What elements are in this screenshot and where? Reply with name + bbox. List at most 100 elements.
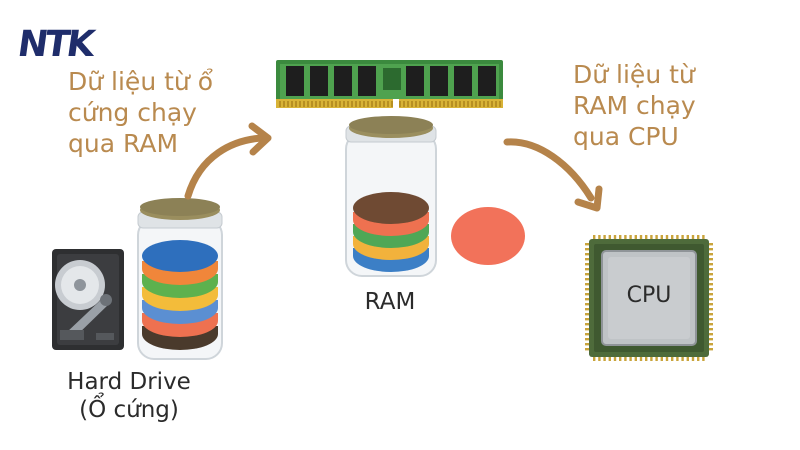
- cpu-pin: [629, 235, 632, 241]
- cpu-pin: [686, 235, 689, 241]
- cpu-pin: [619, 355, 622, 361]
- ram-controller: [383, 68, 401, 90]
- cpu-pin: [613, 235, 617, 241]
- ram-chip: [334, 66, 352, 96]
- cpu-pin: [585, 303, 591, 306]
- ram-pin: [463, 101, 465, 107]
- ram-pin: [299, 101, 301, 107]
- cpu-pin: [634, 355, 637, 361]
- cpu-pin: [639, 355, 643, 361]
- ram-pin: [387, 101, 389, 107]
- label-hard-drive: Hard Drive (Ổ cứng): [44, 368, 214, 424]
- ram-pin: [379, 101, 381, 107]
- ram-chip: [406, 66, 424, 96]
- cpu-pin: [707, 343, 713, 346]
- cpu-pin: [585, 293, 591, 296]
- cpu-pin: [707, 338, 713, 341]
- cpu-pin: [660, 235, 663, 241]
- ram-pin: [287, 101, 289, 107]
- cpu-pin: [676, 235, 679, 241]
- ram-pin: [339, 101, 341, 107]
- cpu-pin: [686, 355, 689, 361]
- caption-line: cứng chạy: [68, 98, 197, 127]
- cpu-pin: [707, 243, 713, 246]
- ram-pin: [483, 101, 485, 107]
- ram-pin: [383, 101, 385, 107]
- curved-arrow-icon: [184, 122, 272, 200]
- ram-pin: [315, 101, 317, 107]
- cpu-pin: [624, 355, 627, 361]
- cpu-pin: [707, 283, 713, 286]
- ram-pin: [467, 101, 469, 107]
- cpu-pin: [585, 248, 591, 251]
- ram-pin: [283, 101, 285, 107]
- caption-line: Dữ liệu từ ổ: [68, 67, 213, 96]
- cpu-pin: [707, 263, 713, 266]
- hdd-disc-stack: [142, 240, 218, 350]
- ram-pin: [347, 101, 349, 107]
- cpu-pin: [598, 235, 601, 241]
- ram-pin: [331, 101, 333, 107]
- ram-pin: [475, 101, 477, 107]
- data-disc: [142, 240, 218, 272]
- cpu-pin: [681, 355, 684, 361]
- cpu-pin: [585, 243, 591, 246]
- cpu-pin: [707, 278, 713, 281]
- cpu-pin: [707, 288, 713, 291]
- cpu-pin: [593, 235, 596, 241]
- cpu-pin: [585, 268, 591, 271]
- ram-pin: [435, 101, 437, 107]
- cpu-pin: [639, 235, 643, 241]
- ram-pin: [471, 101, 473, 107]
- ram-pin: [495, 101, 497, 107]
- ram-pin: [359, 101, 361, 107]
- ram-pin: [371, 101, 373, 107]
- ram-pin: [487, 101, 489, 107]
- cpu-pin: [585, 278, 591, 281]
- cpu-pin: [707, 348, 713, 351]
- cpu-pin: [585, 283, 591, 286]
- ram-pin: [419, 101, 421, 107]
- ram-chip: [286, 66, 304, 96]
- ram-pin: [439, 101, 441, 107]
- ram-pin: [391, 101, 393, 107]
- caption-hdd-to-ram: Dữ liệu từ ổ cứng chạy qua RAM: [68, 66, 213, 159]
- cpu-pin: [585, 288, 591, 291]
- cpu-pin: [676, 355, 679, 361]
- data-disc: [353, 192, 429, 224]
- ram-pin: [363, 101, 365, 107]
- cpu-chip-icon: [585, 235, 713, 361]
- brand-logo: NTK: [15, 24, 95, 65]
- label-ram: RAM: [364, 289, 416, 315]
- cpu-pin: [585, 328, 591, 331]
- ram-pin: [399, 101, 401, 107]
- cpu-pin: [697, 355, 700, 361]
- cpu-pin: [585, 318, 591, 321]
- cpu-pin: [634, 235, 637, 241]
- cpu-pin: [707, 303, 713, 306]
- ram-pin: [447, 101, 449, 107]
- ram-pin: [291, 101, 293, 107]
- ram-pin: [415, 101, 417, 107]
- cpu-pin: [655, 235, 658, 241]
- ram-pin: [367, 101, 369, 107]
- cpu-pin: [707, 323, 713, 326]
- caption-ram-to-cpu: Dữ liệu từ RAM chạy qua CPU: [573, 59, 696, 152]
- cpu-pin: [707, 318, 713, 321]
- label-line: (Ổ cứng): [79, 397, 179, 423]
- caption-line: qua RAM: [68, 129, 179, 158]
- cpu-pin: [585, 348, 591, 351]
- ram-pin: [319, 101, 321, 107]
- cpu-pin: [585, 263, 591, 266]
- cpu-pin: [650, 355, 653, 361]
- hard-drive-icon: [52, 249, 124, 350]
- label-line: Hard Drive: [67, 369, 191, 395]
- cpu-pin: [681, 235, 684, 241]
- cpu-pin: [619, 235, 622, 241]
- ram-pin: [451, 101, 453, 107]
- cpu-pin: [660, 355, 663, 361]
- ram-jar: [345, 116, 437, 277]
- curved-arrow-icon: [503, 138, 603, 212]
- cpu-pin: [691, 355, 695, 361]
